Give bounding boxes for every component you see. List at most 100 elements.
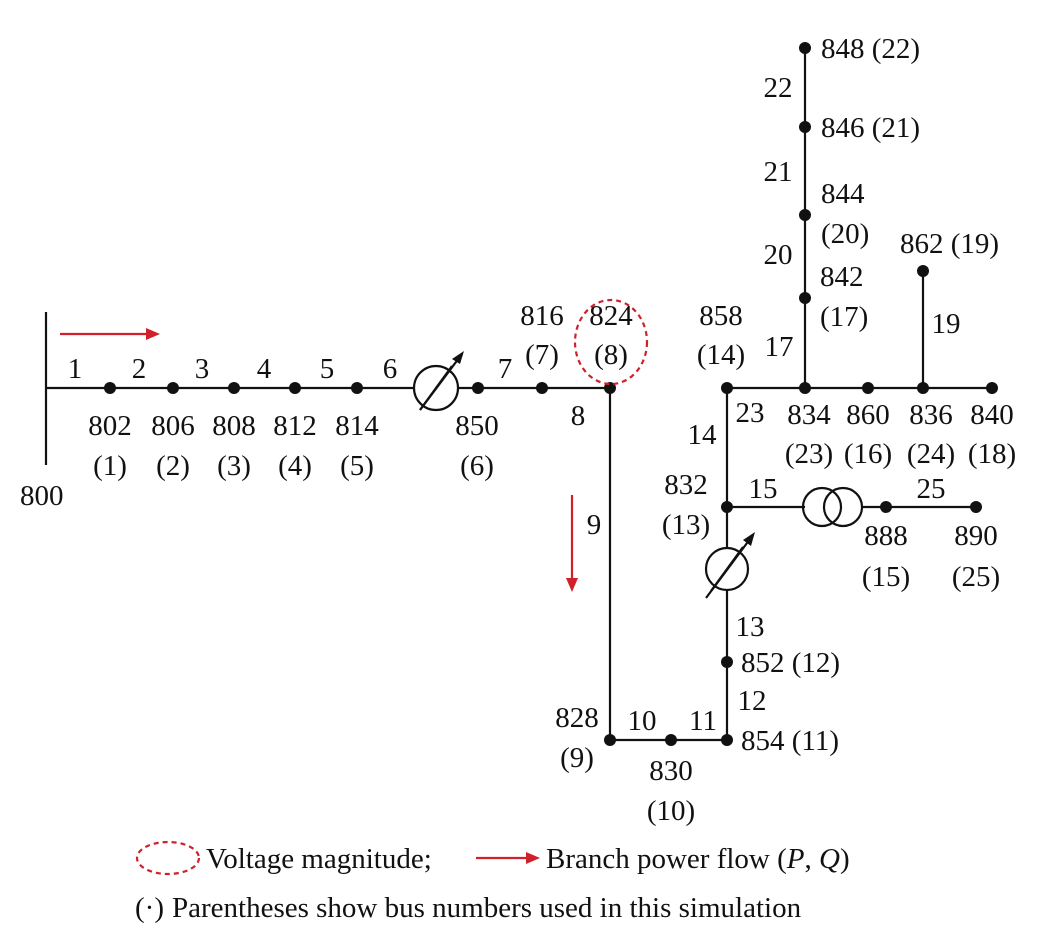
bus-858-dot (721, 382, 733, 394)
legend-note-body: Parentheses show bus numbers used in thi… (172, 892, 802, 924)
branch-6-label: 6 (383, 353, 398, 385)
bus-858-number: (14) (697, 339, 745, 371)
transformer-832-888 (801, 486, 864, 528)
bus-862-dot (917, 265, 929, 277)
legend-voltage-text: Voltage magnitude; (206, 843, 432, 875)
bus-852-label: 852 (12) (741, 647, 840, 679)
bus-816-dot (536, 382, 548, 394)
branch-1-label: 1 (68, 353, 83, 385)
legend-note-symbol: (·) (135, 892, 164, 924)
branch-11-label: 11 (689, 705, 717, 737)
legend-flow-p: P (786, 843, 805, 875)
branch-17-label: 17 (765, 331, 794, 363)
bus-834-label: 834 (787, 399, 831, 431)
bus-832-number: (13) (662, 509, 710, 541)
bus-828-label: 828 (555, 702, 599, 734)
legend-note-text: (·) Parentheses show bus numbers used in … (135, 892, 802, 924)
bus-848-dot (799, 42, 811, 54)
flow-arrow-main-head (146, 328, 160, 340)
bus-846-dot (799, 121, 811, 133)
legend-flow-prefix: Branch power flow ( (546, 843, 787, 875)
bus-842-dot (799, 292, 811, 304)
regulator-852 (704, 532, 755, 599)
bus-816-number: (7) (525, 339, 559, 371)
transformer-primary-winding (801, 486, 843, 528)
bus-860-dot (862, 382, 874, 394)
bus-840-label: 840 (970, 399, 1014, 431)
transformer-secondary-winding (822, 486, 864, 528)
bus-812-label: 812 (273, 410, 317, 442)
branch-21-label: 21 (764, 156, 793, 188)
bus-854-label: 854 (11) (741, 725, 839, 757)
bus-834-dot (799, 382, 811, 394)
branch-13-label: 13 (736, 611, 765, 643)
bus-812-number: (4) (278, 450, 312, 482)
branch-10-label: 10 (628, 705, 657, 737)
branch-9-label: 9 (587, 509, 602, 541)
branch-12-label: 12 (738, 685, 767, 717)
bus-842-label: 842 (820, 261, 864, 293)
bus-860-label: 860 (846, 399, 890, 431)
bus-828-dot (604, 734, 616, 746)
branch-2-label: 2 (132, 353, 147, 385)
bus-806-label: 806 (151, 410, 195, 442)
legend-flow-q: Q (819, 843, 840, 875)
voltage-highlight-ellipse (573, 298, 649, 386)
bus-848-label: 848 (22) (821, 33, 920, 65)
bus-828-number: (9) (560, 742, 594, 774)
wires (44, 48, 992, 742)
bus-808-label: 808 (212, 410, 256, 442)
branch-4-label: 4 (257, 353, 272, 385)
branch-14-label: 14 (688, 419, 718, 451)
branch-5-label: 5 (320, 353, 335, 385)
branch-25-label: 25 (917, 473, 946, 505)
bus-806-number: (2) (156, 450, 190, 482)
bus-850-dot (472, 382, 484, 394)
bus-808-dot (228, 382, 240, 394)
bus-802-dot (104, 382, 116, 394)
annotations (60, 298, 649, 592)
branch-8-label: 8 (571, 400, 586, 432)
bus-888-label: 888 (864, 520, 908, 552)
bus-labels: 800 802 (1) 806 (2) 808 (3) 812 (4) 814 … (20, 33, 1016, 827)
branch-15-label: 15 (749, 473, 778, 505)
bus-846-label: 846 (21) (821, 112, 920, 144)
bus-888-number: (15) (862, 561, 910, 593)
branch-23-label: 23 (736, 397, 765, 429)
regulator-850-arrowhead (452, 351, 464, 364)
bus-824-dot (604, 382, 616, 394)
flow-arrow-lateral-head (566, 578, 578, 592)
legend-flow-arrow-head (526, 852, 540, 864)
legend-voltage-ellipse-icon (135, 840, 201, 876)
regulator-852-arrow (705, 534, 754, 599)
bus-850-number: (6) (460, 450, 494, 482)
regulator-852-arrowhead (743, 532, 755, 546)
bus-834-number: (23) (785, 438, 833, 470)
bus-832-dot (721, 501, 733, 513)
bus-862-label: 862 (19) (900, 228, 999, 260)
bus-808-number: (3) (217, 450, 251, 482)
bus-844-label: 844 (821, 178, 865, 210)
regulator-850 (412, 351, 464, 412)
bus-830-label: 830 (649, 755, 693, 787)
branch-7-label: 7 (498, 353, 513, 385)
bus-890-dot (970, 501, 982, 513)
legend-flow-suffix: ) (840, 843, 850, 875)
legend-flow-sep: , (805, 843, 820, 875)
legend: Voltage magnitude; Branch power flow (P,… (135, 840, 850, 924)
regulator-850-arrow (419, 353, 463, 411)
bus-836-number: (24) (907, 438, 955, 470)
bus-842-number: (17) (820, 301, 868, 333)
bus-814-dot (351, 382, 363, 394)
regulator-852-circle (704, 546, 750, 592)
bus-802-label: 802 (88, 410, 132, 442)
branch-22-label: 22 (764, 72, 793, 104)
bus-814-number: (5) (340, 450, 374, 482)
bus-860-number: (16) (844, 438, 892, 470)
branch-20-label: 20 (764, 239, 793, 271)
bus-806-dot (167, 382, 179, 394)
branch-labels: 1 2 3 4 5 6 7 8 9 10 11 12 13 14 15 17 1… (68, 72, 961, 737)
bus-852-dot (721, 656, 733, 668)
branch-3-label: 3 (195, 353, 210, 385)
bus-802-number: (1) (93, 450, 127, 482)
